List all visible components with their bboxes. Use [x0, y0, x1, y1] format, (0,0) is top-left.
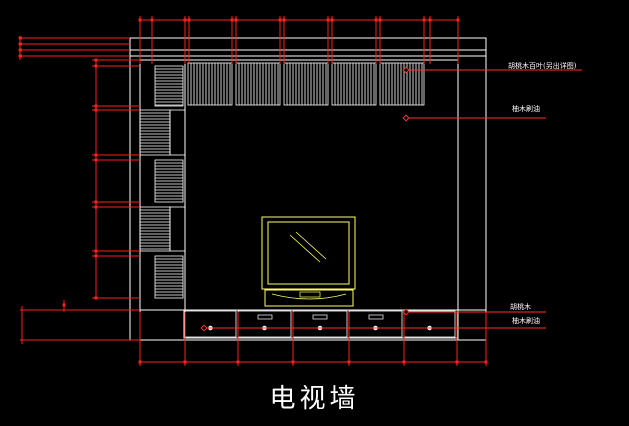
tv-cabinet [183, 309, 459, 339]
dimension-node [94, 153, 98, 157]
callout-marker [200, 324, 208, 332]
louver-panel [139, 109, 171, 156]
louver-panel [187, 62, 233, 106]
dimension-node [62, 303, 66, 307]
cabinet-door [403, 310, 456, 338]
dimension-node [455, 360, 459, 364]
dimension-node [138, 18, 142, 22]
callout-marker [402, 308, 410, 316]
louver-panel [331, 62, 377, 106]
dimension-node [378, 18, 382, 22]
dimension-node [330, 18, 334, 22]
louver-panel [154, 159, 184, 203]
cabinet-door [184, 310, 237, 338]
dimension-node [402, 360, 406, 364]
dimension-node [374, 18, 378, 22]
louver-panel [154, 65, 184, 107]
dimension-node [94, 296, 98, 300]
callout-marker [402, 114, 410, 122]
drawer-handle [312, 314, 328, 320]
dimension-node [94, 254, 98, 258]
dimension-node [234, 18, 238, 22]
television [261, 216, 356, 307]
dimension-node [456, 18, 460, 22]
dimension-node [138, 360, 142, 364]
louver-panel [379, 62, 425, 106]
dimension-node [94, 64, 98, 68]
callout-leaders [200, 66, 582, 332]
ceiling-louver-note: 胡桃木百叶(另出详图) [508, 62, 577, 70]
tv-base [264, 289, 354, 307]
dimension-node [94, 200, 98, 204]
cabinet-body [183, 309, 459, 339]
cabinet-finish-note: 柚木刷油 [512, 317, 540, 325]
dimension-node [428, 18, 432, 22]
dimension-node [183, 360, 187, 364]
dimension-lines [18, 16, 488, 366]
wall-finish-note: 柚木刷油 [512, 105, 540, 113]
tv-screen-inner [267, 221, 350, 285]
callout-marker [402, 66, 410, 74]
dimension-node [422, 18, 426, 22]
dimension-node [94, 108, 98, 112]
dimension-node [347, 360, 351, 364]
dimension-node [94, 58, 98, 62]
louver-panel [139, 206, 171, 252]
dimension-node [230, 18, 234, 22]
dimension-node [183, 18, 187, 22]
dimension-node [94, 249, 98, 253]
dimension-node [94, 205, 98, 209]
dimension-node [94, 104, 98, 108]
louver-panel [154, 255, 184, 299]
dimension-node [291, 360, 295, 364]
louver-panel [283, 62, 329, 106]
outer-wall-frame [129, 37, 487, 341]
dimension-node [94, 158, 98, 162]
dimension-node [484, 360, 488, 364]
louver-panels [139, 62, 425, 299]
shelf-side [169, 206, 186, 252]
drawer-handle [368, 314, 384, 320]
drawer-handle [257, 314, 273, 320]
dimension-node [282, 18, 286, 22]
drawing-title: 电视墙 [269, 384, 360, 414]
shelf-side [169, 109, 186, 156]
cabinet-top-note: 胡桃木 [510, 303, 531, 311]
dimension-node [278, 18, 282, 22]
tv-screen [261, 216, 356, 290]
louver-panel [235, 62, 281, 106]
dimension-node [236, 360, 240, 364]
dimension-node [326, 18, 330, 22]
dimension-node [150, 18, 154, 22]
dimension-node [187, 18, 191, 22]
